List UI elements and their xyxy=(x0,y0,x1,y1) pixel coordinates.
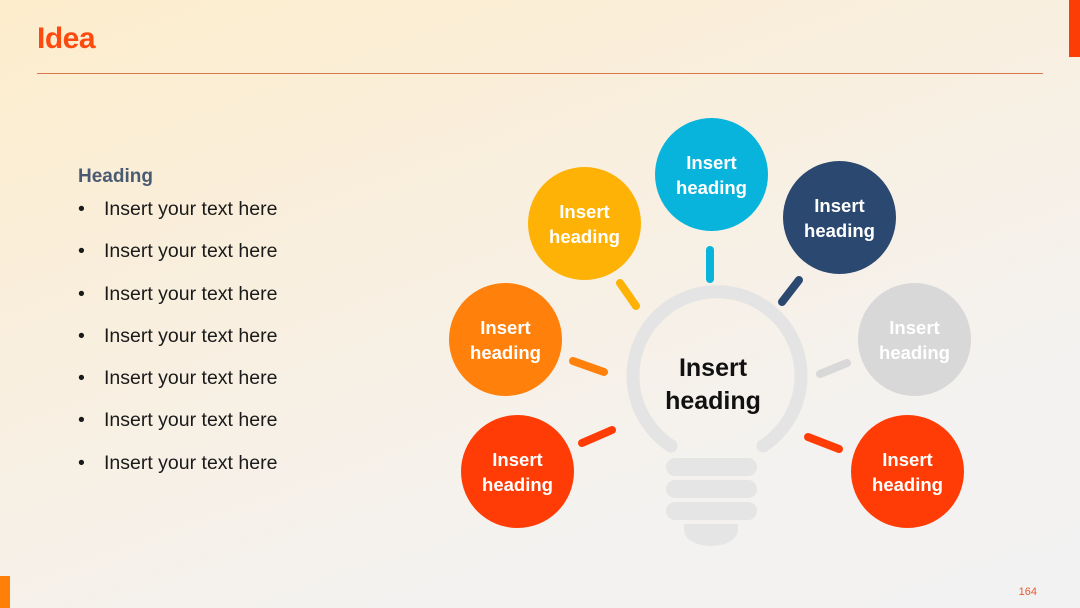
text-block: Heading •Insert your text here •Insert y… xyxy=(78,166,277,493)
bullet-icon: • xyxy=(78,198,85,220)
lightbulb-base-icon xyxy=(666,458,757,546)
bullet-icon: • xyxy=(78,409,85,432)
bullet-list: •Insert your text here •Insert your text… xyxy=(78,197,277,493)
page-number: 164 xyxy=(1018,586,1037,598)
list-item: •Insert your text here xyxy=(78,451,277,493)
text-heading: Heading xyxy=(78,166,153,187)
connector-rays xyxy=(569,246,851,453)
bottom-accent-bar xyxy=(0,576,10,608)
title-divider xyxy=(37,73,1043,74)
top-accent-bar xyxy=(1069,0,1080,57)
bullet-icon: • xyxy=(78,324,85,347)
bullet-icon: • xyxy=(78,240,85,263)
list-item: •Insert your text here xyxy=(78,324,277,366)
list-item: •Insert your text here xyxy=(78,197,277,239)
bullet-icon: • xyxy=(78,451,85,474)
slide-title: Idea xyxy=(37,22,96,55)
list-item: •Insert your text here xyxy=(78,408,277,450)
list-item: •Insert your text here xyxy=(78,366,277,408)
center-heading: Insert heading xyxy=(665,354,761,415)
bullet-icon: • xyxy=(78,282,85,305)
list-item: •Insert your text here xyxy=(78,239,277,281)
lightbulb-icon xyxy=(626,285,808,453)
list-item: •Insert your text here xyxy=(78,282,277,324)
bullet-icon: • xyxy=(78,367,85,390)
